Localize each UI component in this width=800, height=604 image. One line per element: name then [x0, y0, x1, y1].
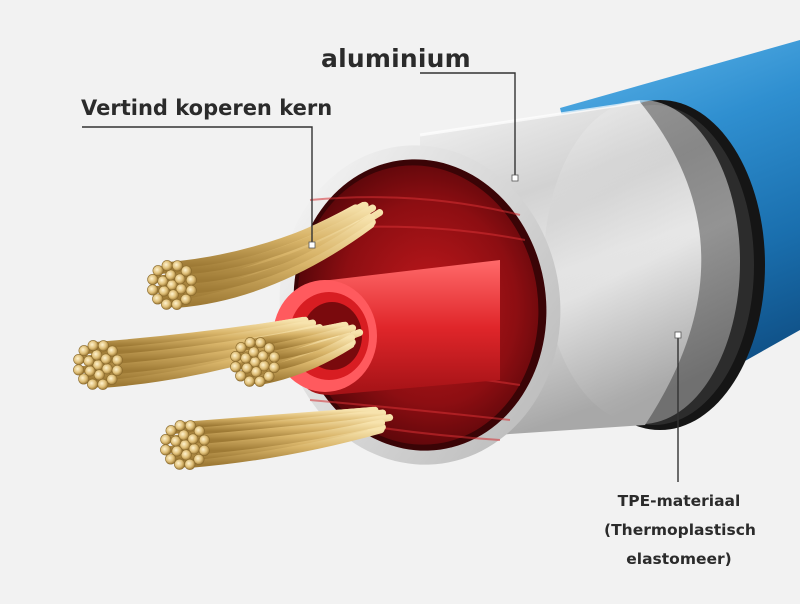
copper-strand [200, 414, 394, 444]
copper-strand-tip [180, 449, 192, 461]
copper-strand [186, 406, 377, 430]
copper-strand-tip [167, 289, 179, 301]
copper-strand [182, 204, 377, 275]
copper-strand-tip [171, 298, 183, 310]
label-tpe-line1: TPE-materiaal [617, 492, 741, 510]
copper-strand-tip [235, 370, 247, 382]
copper-strand-tip [263, 342, 275, 354]
copper-strand-tip [165, 425, 177, 437]
copper-strand [256, 321, 347, 347]
leader-dot-core [308, 241, 316, 249]
copper-strand-tip [180, 265, 192, 277]
copper-strand-tip [184, 458, 196, 470]
copper-strand [195, 409, 387, 435]
copper-strand-tip [235, 342, 247, 354]
copper-strand [200, 419, 386, 454]
copper-bundle-top [147, 201, 384, 310]
copper-strand-tip [147, 274, 159, 286]
copper-strand-tip [161, 260, 173, 272]
copper-strand-tip [106, 373, 118, 385]
copper-strand-tip [97, 340, 109, 352]
copper-strand-tip [250, 366, 262, 378]
copper-strand-tip [254, 375, 266, 387]
label-tpe-line2: (Thermoplastisch [604, 521, 756, 539]
copper-strand-tip [198, 434, 210, 446]
copper-strand-tip [254, 337, 266, 349]
copper-strand-tip [198, 444, 210, 456]
copper-strand [108, 319, 317, 355]
copper-strand-tip [248, 346, 260, 358]
copper-strand-tip [184, 420, 196, 432]
copper-strand-tip [161, 298, 173, 310]
label-tpe-line3: elastomeer) [626, 550, 732, 568]
label-copper-core: Vertind koperen kern [81, 96, 333, 120]
copper-strand-tip [263, 370, 275, 382]
copper-strand-tip [230, 351, 242, 363]
copper-strand-tip [268, 361, 280, 373]
copper-strand [99, 316, 307, 350]
copper-bundle-center [230, 321, 364, 387]
copper-strand [187, 214, 376, 294]
copper-strand-tip [93, 369, 105, 381]
copper-strand-tip [165, 269, 177, 281]
copper-strand-tip [100, 353, 112, 365]
copper-strand-tip [111, 354, 123, 366]
copper-strand-tip [87, 340, 99, 352]
copper-strand-tip [268, 351, 280, 363]
copper-strand-tip [78, 373, 90, 385]
copper-strand-tip [147, 284, 159, 296]
copper-strand-tip [73, 364, 85, 376]
copper-strand-tip [97, 378, 109, 390]
copper-strand-tip [257, 350, 269, 362]
copper-strand-tip [230, 361, 242, 373]
copper-strand-tip [111, 364, 123, 376]
copper-strand-tip [244, 337, 256, 349]
leader-dots [308, 174, 682, 339]
copper-strand-tip [87, 378, 99, 390]
copper-strand [265, 324, 357, 352]
copper-strand-tip [193, 453, 205, 465]
copper-strand-tip [244, 375, 256, 387]
label-tpe-material: TPE-materiaal (Thermoplastisch elastomee… [604, 487, 756, 574]
copper-strand [173, 201, 367, 270]
copper-strand-tip [174, 458, 186, 470]
copper-core-bundles [73, 201, 394, 470]
leader-line-aluminium [420, 72, 516, 178]
copper-strand-tip [78, 345, 90, 357]
copper-strand-tip [106, 345, 118, 357]
copper-strand-tip [187, 433, 199, 445]
copper-strand-tip [160, 444, 172, 456]
copper-strand-tip [185, 284, 197, 296]
copper-strand-tip [174, 273, 186, 285]
copper-strand-tip [180, 293, 192, 305]
leader-dot-tpe [674, 331, 682, 339]
copper-strand-tip [152, 293, 164, 305]
copper-strand-tip [171, 260, 183, 272]
copper-strand-tip [178, 429, 190, 441]
copper-strand-tip [91, 349, 103, 361]
leader-line-core [82, 126, 313, 245]
leader-dot-aluminium [511, 174, 519, 182]
leader-lines [82, 72, 679, 482]
copper-strand-tip [73, 354, 85, 366]
label-aluminium: aluminium [321, 44, 471, 73]
copper-strand-tip [174, 420, 186, 432]
copper-strand [270, 334, 356, 371]
copper-bundle-bottom [160, 406, 394, 470]
copper-strand-tip [193, 425, 205, 437]
copper-strand-tip [160, 434, 172, 446]
copper-strand-tip [165, 453, 177, 465]
copper-strand-tip [185, 274, 197, 286]
copper-strand-tip [152, 265, 164, 277]
